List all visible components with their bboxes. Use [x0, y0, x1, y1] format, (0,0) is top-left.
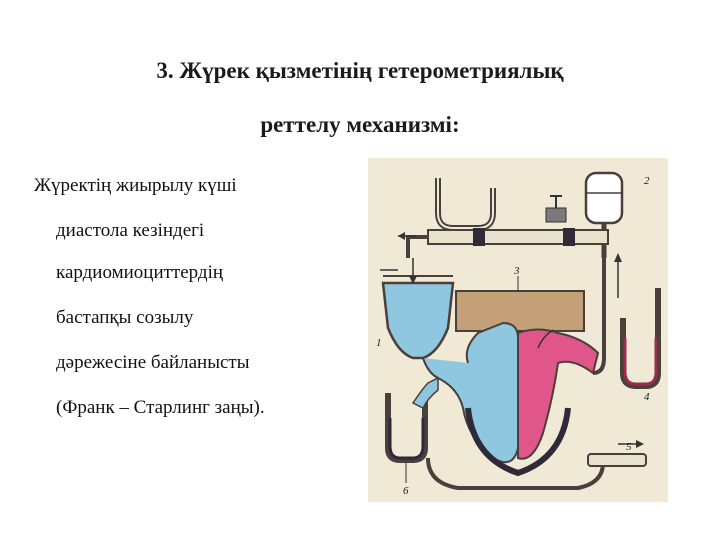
heart-outline [465, 407, 571, 477]
manifold-tube [427, 229, 609, 245]
manometer-6-fluid [388, 418, 425, 460]
manometer-4 [620, 288, 661, 389]
manifold-clamp-left [473, 228, 485, 246]
manometer-4-fluid [623, 338, 658, 386]
label-5: 5 [626, 441, 632, 453]
body-text-line-6: (Франк – Старлинг заңы). [56, 397, 265, 418]
body-text-line-3: кардиомиоциттердің [56, 262, 224, 283]
arterial-column [592, 258, 606, 375]
u-tube-top-lumen [437, 178, 494, 229]
manifold-clamp-right [563, 228, 575, 246]
arterial-up-arrow-head [614, 253, 622, 262]
air-chamber-valve [550, 195, 562, 208]
body-text-line-5: дәрежесіне байланысты [56, 352, 250, 373]
resistance-block-3 [455, 290, 585, 332]
arterial-vessel-pink [517, 328, 600, 460]
label-3: 3 [513, 265, 520, 277]
flowmeter-arrow-head [636, 440, 644, 448]
bottom-return-tube [426, 457, 605, 490]
tube-to-reservoir-1 [406, 235, 428, 258]
heart-lung-preparation-diagram: 2 3 1 4 5 6 [368, 158, 668, 502]
arterial-arrow [537, 329, 554, 349]
slide-title-line-2: реттелу механизмі: [260, 112, 460, 137]
venous-branch [411, 376, 439, 410]
arrow-head-top-left [398, 232, 405, 240]
body-text-line-2: диастола кезіндегі [56, 220, 205, 241]
label-1: 1 [376, 337, 382, 349]
flowmeter-5 [587, 453, 647, 467]
reservoir-1-arrow-head [409, 276, 417, 284]
body-text-line-1: Жүректің жиырылу күші [34, 175, 237, 196]
manometer-6 [385, 393, 428, 463]
body-text-line-4: бастапқы созылу [56, 307, 194, 328]
slide-title-line-1: 3. Жүрек қызметінің гетерометриялық [156, 58, 564, 83]
label-6: 6 [403, 485, 409, 497]
air-chamber [545, 207, 567, 223]
reservoir-2 [584, 171, 624, 225]
label-4: 4 [644, 391, 650, 403]
label-2: 2 [644, 175, 650, 187]
